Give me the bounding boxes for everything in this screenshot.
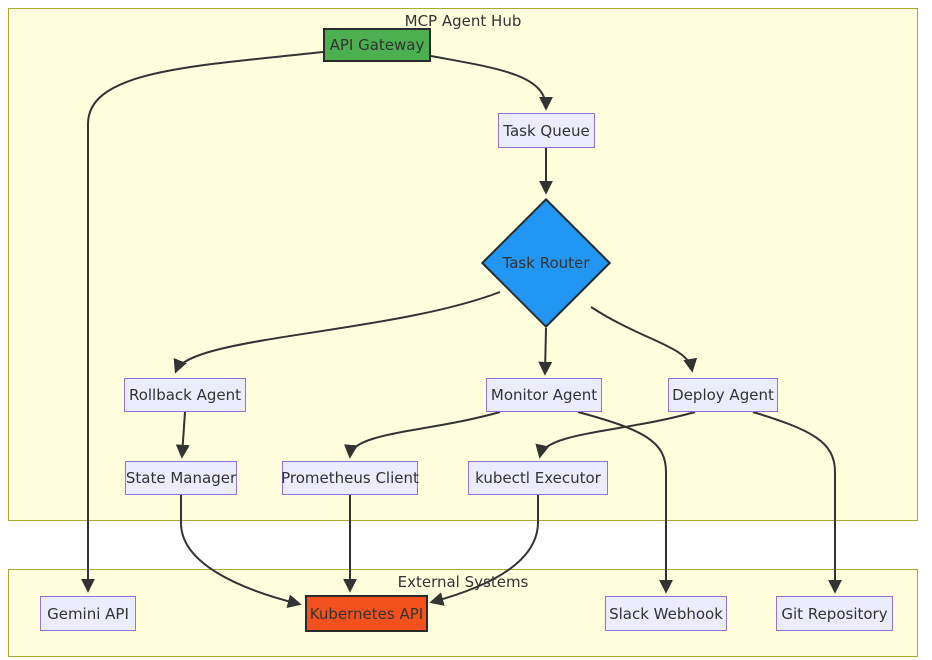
node-api-gateway: API Gateway <box>323 28 431 62</box>
node-task-router: Task Router <box>481 246 611 280</box>
node-git-repository-label: Git Repository <box>781 604 888 623</box>
edge-state-manager-to-kubernetes-api <box>180 495 302 609</box>
node-slack-webhook: Slack Webhook <box>605 596 727 631</box>
edge-task-router-to-monitor-agent <box>538 327 553 376</box>
node-prometheus-client-label: Prometheus Client <box>281 469 419 487</box>
node-api-gateway-label: API Gateway <box>329 36 425 54</box>
node-state-manager: State Manager <box>125 461 237 495</box>
node-deploy-agent: Deploy Agent <box>668 378 778 412</box>
node-state-manager-label: State Manager <box>125 469 237 487</box>
node-prometheus-client: Prometheus Client <box>281 461 419 495</box>
node-rollback-agent: Rollback Agent <box>124 378 246 412</box>
node-gemini-api: Gemini API <box>40 596 136 631</box>
node-deploy-agent-label: Deploy Agent <box>672 386 774 404</box>
cluster-mcp-agent-hub: MCP Agent Hub <box>8 8 918 521</box>
node-task-queue-label: Task Queue <box>503 121 590 140</box>
node-task-queue: Task Queue <box>498 113 595 148</box>
cluster-mcp-agent-hub-title: MCP Agent Hub <box>404 12 522 30</box>
edge-deploy-agent-to-kubectl-executor <box>535 411 696 459</box>
node-monitor-agent: Monitor Agent <box>486 378 602 412</box>
edge-monitor-agent-to-prometheus-client <box>343 411 501 459</box>
node-kubernetes-api: Kubernetes API <box>305 595 428 632</box>
node-gemini-api-label: Gemini API <box>47 604 129 623</box>
edge-deploy-agent-to-git-repository <box>752 411 842 594</box>
node-task-router-label: Task Router <box>502 254 590 272</box>
edge-monitor-agent-to-slack-webhook <box>577 411 673 594</box>
node-kubernetes-api-label: Kubernetes API <box>309 604 424 623</box>
node-kubectl-executor: kubectl Executor <box>468 461 608 495</box>
node-kubectl-executor-label: kubectl Executor <box>475 469 601 487</box>
edge-api-gateway-to-gemini-api <box>81 51 324 593</box>
node-git-repository: Git Repository <box>776 596 893 631</box>
node-monitor-agent-label: Monitor Agent <box>490 386 598 404</box>
edge-api-gateway-to-task-queue <box>430 55 553 111</box>
edge-rollback-agent-to-state-manager <box>175 411 190 459</box>
node-rollback-agent-label: Rollback Agent <box>128 386 242 404</box>
node-slack-webhook-label: Slack Webhook <box>609 604 723 623</box>
edge-task-router-to-deploy-agent <box>590 306 698 373</box>
edge-kubectl-executor-to-kubernetes-api <box>429 495 539 606</box>
edge-task-router-to-rollback-agent <box>173 291 501 374</box>
